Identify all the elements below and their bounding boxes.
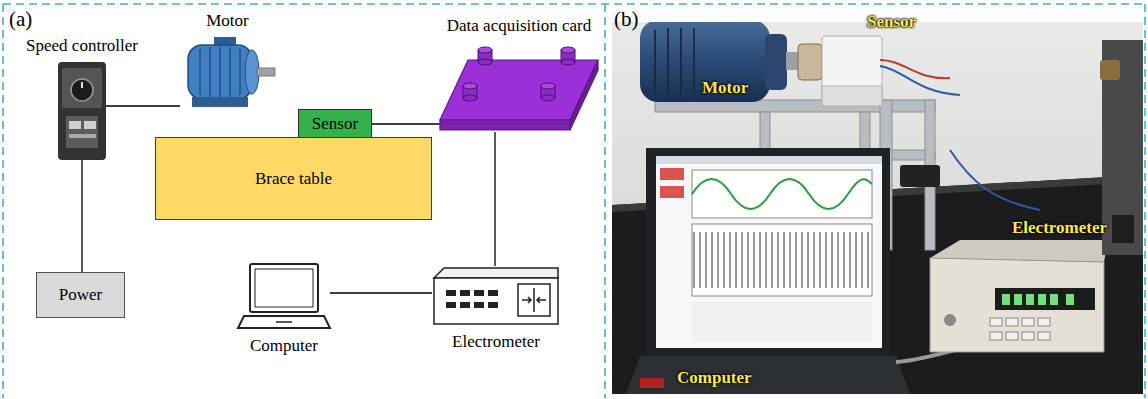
speed-controller-icon: Speed controller	[58, 62, 106, 160]
connector-wire	[81, 160, 82, 272]
electrometer-icon-shape	[432, 266, 560, 326]
connector-wire	[106, 105, 180, 106]
computer-icon-shape	[238, 262, 330, 330]
sensor-box: Sensor	[298, 109, 372, 138]
node-label: Computer	[250, 336, 318, 356]
node-label: Sensor	[312, 114, 358, 134]
data-acquisition-card-icon: Data acquisition card	[440, 42, 598, 132]
node-label: Speed controller	[26, 36, 138, 56]
node-text-holder: Brace table	[156, 138, 431, 219]
node-label: Data acquisition card	[447, 16, 591, 36]
photo-callout: Motor	[702, 78, 748, 98]
node-text-holder: Power	[37, 273, 124, 317]
computer-icon: Computer	[238, 262, 330, 330]
electrometer-icon: Electrometer	[432, 266, 560, 326]
power-box: Power	[36, 272, 125, 318]
photo-callout: Electrometer	[1012, 218, 1107, 238]
node-text-holder: Sensor	[299, 110, 371, 137]
node-label: Brace table	[255, 169, 332, 189]
photo-callout: Sensor	[867, 12, 916, 32]
connector-wire	[494, 132, 495, 266]
node-label: Power	[59, 285, 102, 305]
motor-icon-shape	[180, 37, 275, 112]
node-label: Motor	[206, 11, 249, 31]
panel-frame	[3, 4, 1145, 398]
brace-table-box: Brace table	[155, 137, 432, 220]
motor-icon: Motor	[180, 37, 275, 112]
photo-callout: Computer	[677, 368, 752, 388]
data-acquisition-card-icon-shape	[440, 42, 598, 132]
speed-controller-icon-shape	[58, 62, 106, 160]
panel-tag: (a)	[9, 7, 32, 31]
node-label: Electrometer	[452, 332, 540, 352]
connector-wire	[330, 292, 432, 293]
photo-illustration	[612, 20, 1143, 394]
panel-tag: (b)	[614, 7, 639, 31]
connector-wire	[372, 123, 440, 124]
